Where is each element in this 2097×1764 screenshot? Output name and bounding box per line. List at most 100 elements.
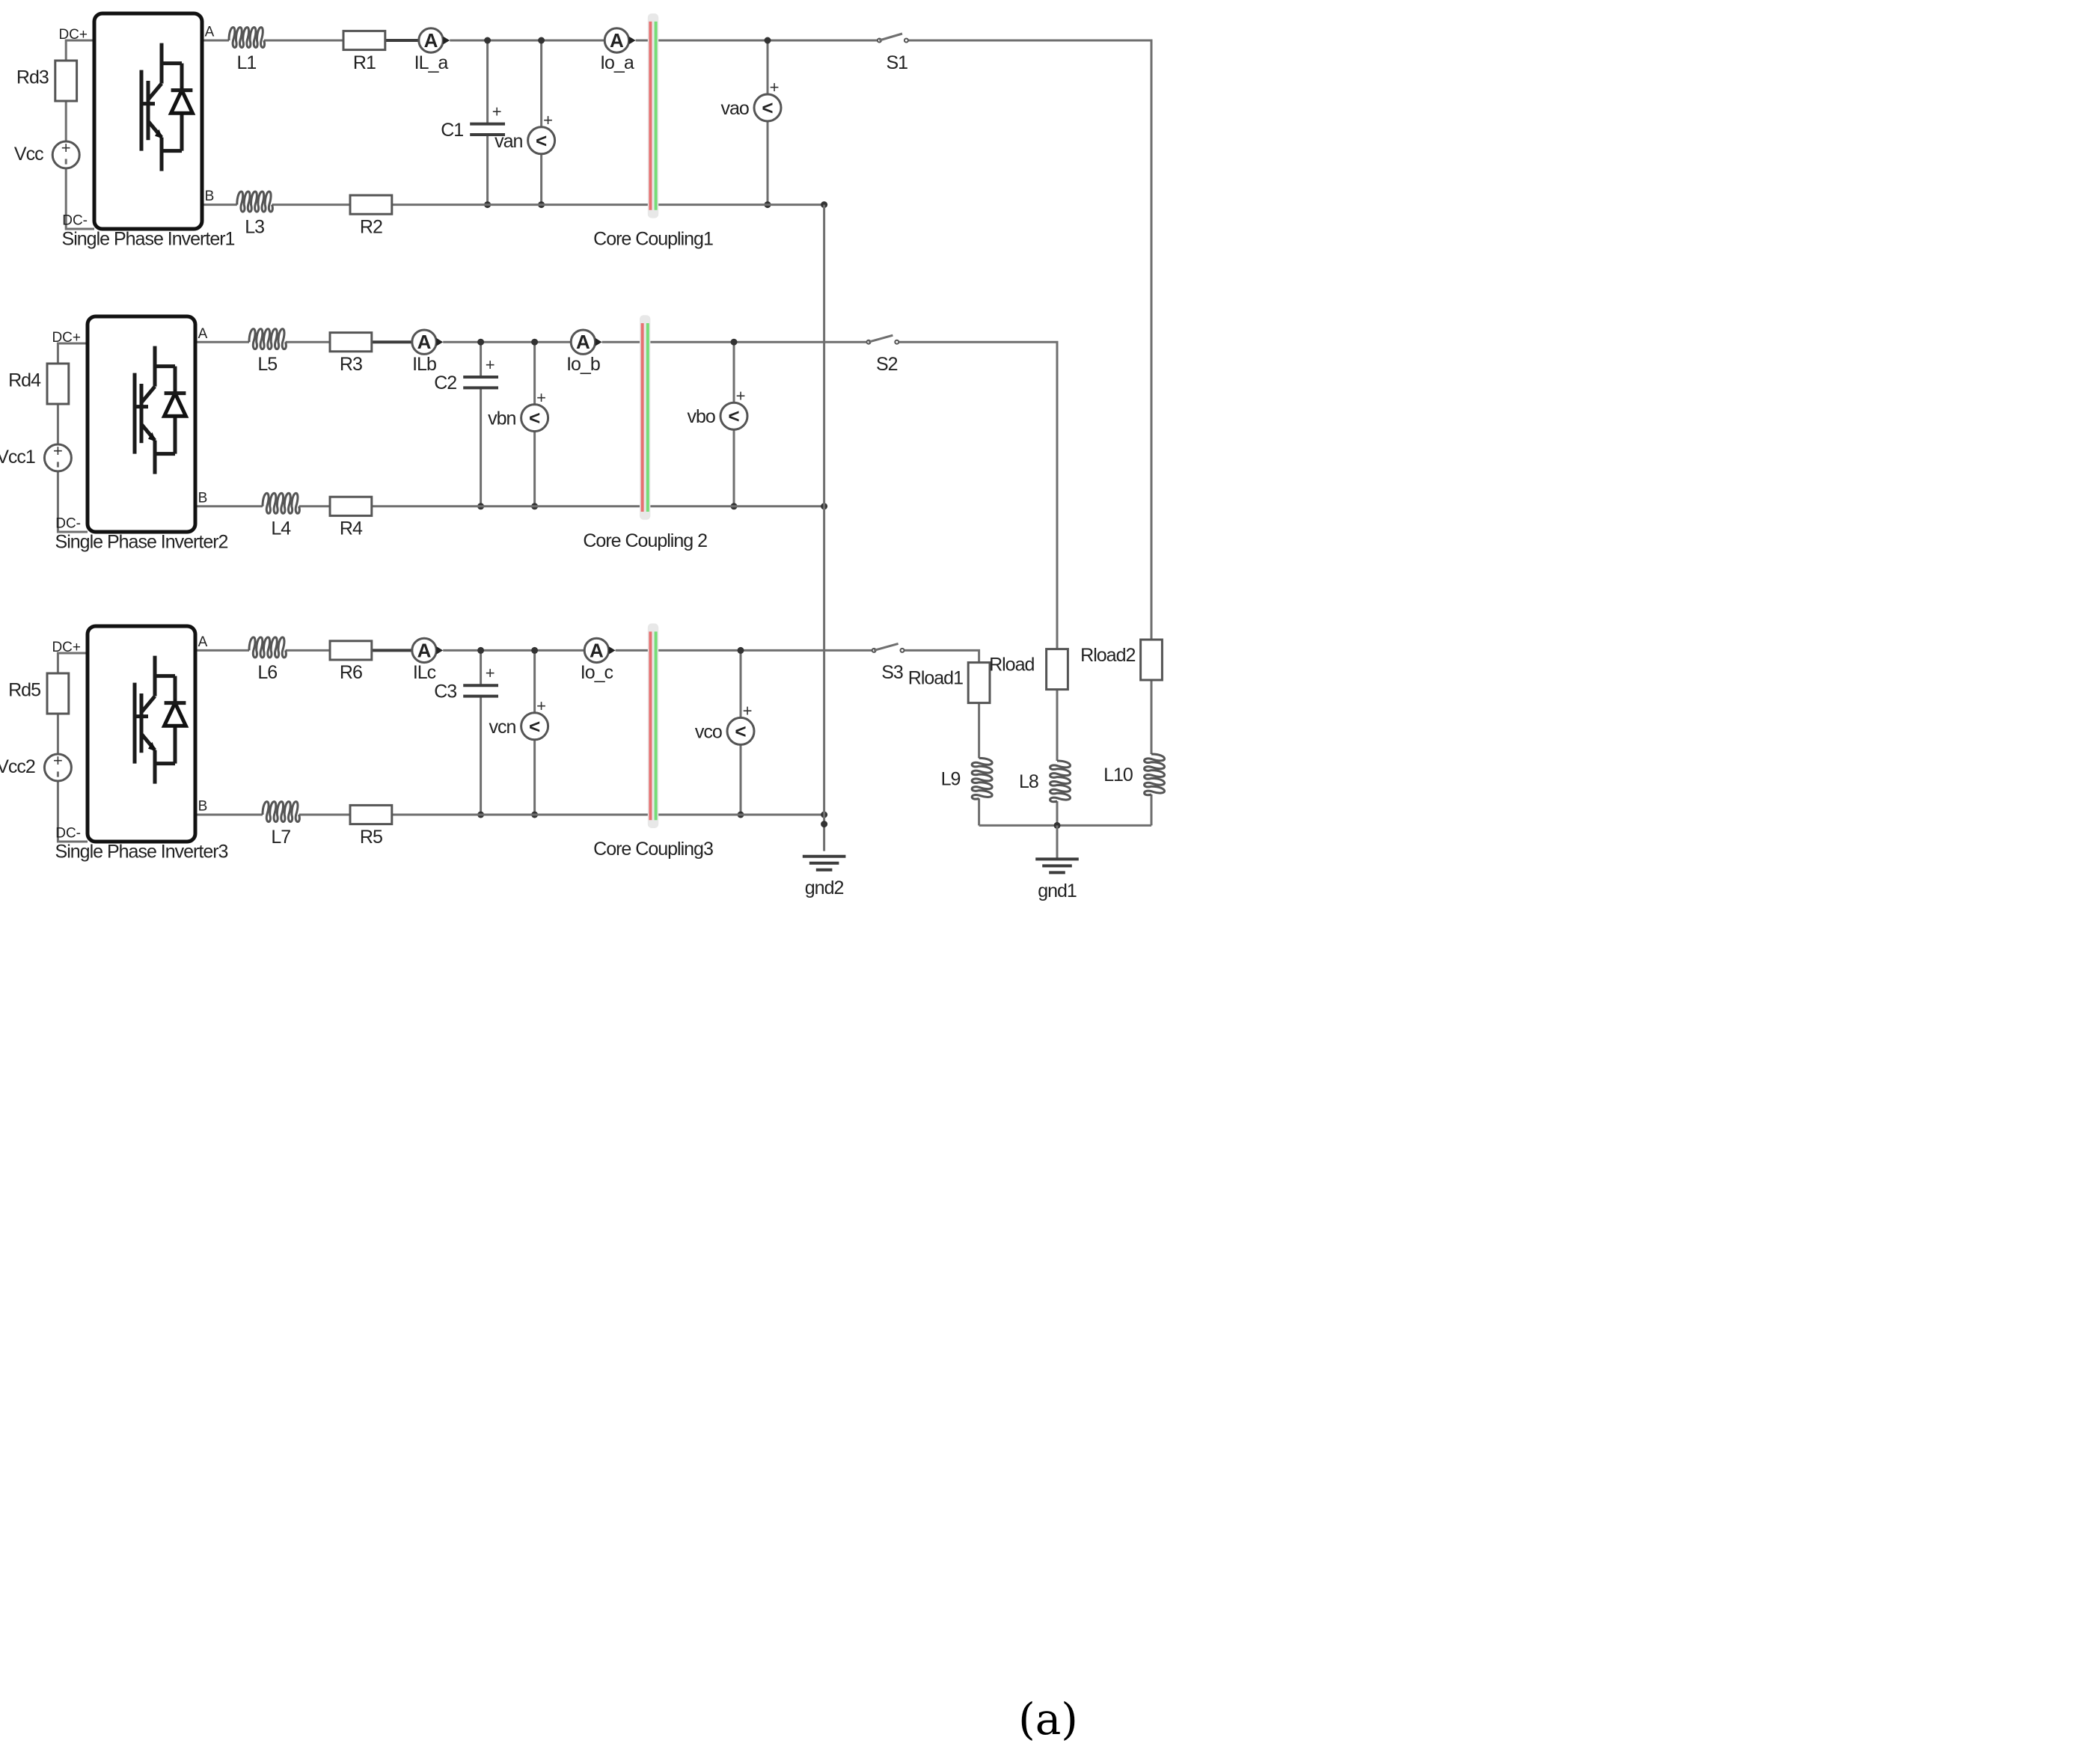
dc-source-3: +: [43, 751, 73, 783]
wire: [896, 340, 1059, 649]
inductor-coil: [248, 328, 287, 351]
resistor-body: [328, 495, 373, 517]
dc-minus-pin: DC-: [55, 516, 81, 532]
wire: [56, 652, 88, 673]
plus-sign: +: [770, 78, 780, 97]
igbt-collector: [140, 385, 156, 404]
dc-plus-pin: DC+: [52, 330, 81, 346]
inductor-coil: [261, 491, 301, 515]
pin-a-label: A: [198, 634, 208, 650]
plus-sign: +: [492, 102, 502, 121]
junction-dot: [730, 338, 738, 346]
dc-minus-pin: DC-: [62, 213, 88, 229]
top-inductor-label: L1: [236, 52, 256, 73]
core-coupling-3: [647, 623, 659, 828]
inductor-coil: [970, 756, 994, 800]
resistor-body: [967, 661, 991, 705]
bottom-resistor-2: [328, 495, 373, 517]
filter-voltage-label: van: [495, 131, 522, 152]
switch-blade: [868, 334, 893, 343]
filter-capacitor-2: +: [463, 355, 498, 390]
voltmeter-symbol: <: [529, 715, 540, 738]
junction-dot: [477, 646, 485, 654]
wire: [56, 342, 88, 364]
junction-dot: [484, 37, 492, 44]
output-voltage-label: vao: [720, 98, 748, 119]
top-inductor-label: L5: [257, 354, 277, 375]
ammeter-symbol: A: [610, 29, 624, 52]
wire: [56, 781, 88, 843]
load-resistor-label: Rload1: [908, 667, 963, 688]
load-inductor-3: [1143, 753, 1166, 797]
voltmeter-symbol: <: [728, 405, 739, 427]
components: +A+<+A<++A+<+A<++A+<+A<+: [43, 11, 1166, 875]
top-inductor-2: [248, 328, 287, 351]
voltmeter-circle: [520, 711, 550, 741]
filter-voltage-label: vcn: [489, 717, 515, 738]
igbt-diode-symbol: [132, 346, 189, 474]
inverter-label: Single Phase Inverter2: [55, 532, 228, 553]
wire: [906, 39, 1153, 640]
filter-voltage-meter-2: <+: [520, 388, 550, 433]
output-voltage-meter-2: <+: [719, 386, 749, 431]
bottom-inductor-label: L3: [245, 216, 264, 237]
load-inductor-label: L10: [1103, 765, 1133, 785]
igbt-collector: [147, 82, 163, 101]
dc-resistor-label: Rd3: [16, 67, 49, 88]
dc-source-label: Vcc1: [0, 447, 35, 468]
single-phase-inverter-3: [85, 624, 198, 844]
output-switch-2: [866, 334, 900, 345]
plus-sign: +: [486, 664, 495, 682]
voltmeter-circle: [527, 126, 557, 156]
emitter-arrow: [148, 432, 156, 442]
wire: [64, 39, 94, 61]
junction-dot: [821, 821, 828, 828]
switch-contact: [903, 37, 909, 43]
switch-label: S1: [887, 52, 908, 73]
voltmeter-circle: [753, 93, 783, 123]
output-current-meter-3: A: [583, 637, 616, 664]
bottom-resistor-1: [349, 194, 394, 215]
bottom-inductor-label: L4: [271, 518, 291, 539]
plus-sign: +: [536, 388, 546, 407]
bottom-inductor-1: [236, 190, 274, 213]
output-current-meter-1: A: [603, 27, 636, 54]
direction-arrow: [436, 337, 444, 346]
plus-sign: +: [736, 386, 746, 405]
wires: [56, 37, 1153, 860]
ammeter-symbol: A: [417, 639, 432, 661]
load-inductor-2: [1049, 759, 1072, 803]
single-phase-inverter-1: [92, 11, 204, 231]
ground-gnd2: [802, 854, 846, 872]
top-resistor-1: [342, 29, 387, 52]
inductor-current-label: ILb: [412, 354, 436, 375]
core-coupling-label: Core Coupling1: [593, 229, 713, 250]
resistor-body: [328, 331, 373, 353]
output-current-label: Io_a: [600, 52, 634, 73]
output-voltage-label: vco: [695, 721, 722, 742]
inductor-current-label: ILc: [413, 662, 436, 683]
output-switch-3: [871, 642, 905, 653]
load-resistor-label: Rload2: [1080, 645, 1135, 666]
ground-label: gnd1: [1038, 881, 1077, 901]
inductor-coil: [1049, 759, 1072, 803]
capacitor-label: C1: [441, 120, 463, 141]
inductor-current-meter-2: A: [411, 328, 444, 355]
core-coupling-label: Core Coupling 2: [583, 530, 707, 551]
inverter-label: Single Phase Inverter1: [62, 229, 235, 250]
plus-sign: +: [486, 355, 495, 374]
top-inductor-label: L6: [257, 662, 277, 683]
inductor-coil: [248, 636, 287, 659]
resistor-body: [46, 672, 70, 715]
junction-dot: [538, 37, 545, 44]
bottom-resistor-label: R4: [340, 518, 363, 539]
load-resistor-1: [967, 661, 991, 705]
voltmeter-circle: [719, 401, 749, 431]
filter-voltage-meter-1: <+: [527, 111, 557, 156]
output-current-label: Io_c: [581, 662, 613, 683]
direction-arrow: [628, 36, 636, 45]
dc-resistor-2: [46, 362, 70, 405]
top-resistor-label: R6: [340, 662, 362, 683]
dc-resistor-label: Rd5: [8, 680, 40, 701]
diode-triangle: [161, 388, 189, 418]
